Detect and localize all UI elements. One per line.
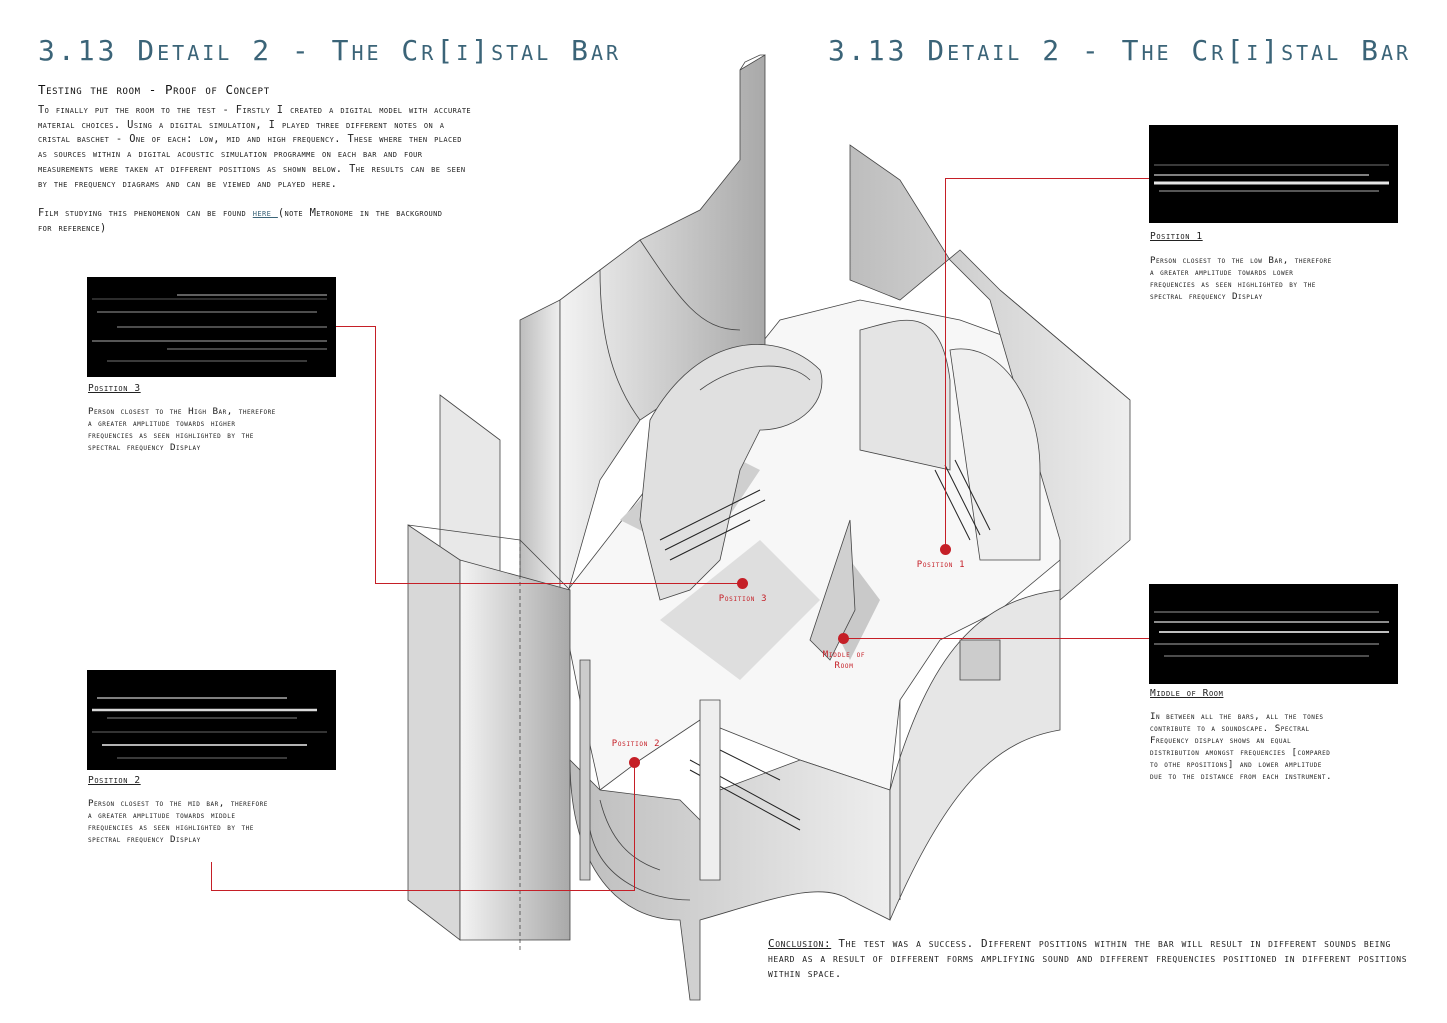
label-position-2: Position 2 bbox=[88, 775, 141, 786]
spectrogram-position-2 bbox=[87, 670, 336, 770]
spectrogram-middle-of-room bbox=[1149, 584, 1398, 684]
spectrogram-position-3 bbox=[87, 277, 336, 377]
description-middle-of-room: In between all the bars, all the tones c… bbox=[1150, 711, 1333, 782]
leader-line-position-2-v bbox=[634, 762, 635, 891]
marker-label-position-1: Position 1 bbox=[916, 560, 966, 570]
page-title-right: 3.13 Detail 2 - The Cr[i]stal Bar bbox=[828, 34, 1412, 67]
leader-line-position-1-v bbox=[945, 178, 946, 550]
room-axonometric-drawing bbox=[407, 54, 1131, 1001]
conclusion-label: Conclusion: bbox=[768, 937, 832, 950]
film-text-before: Film studying this phenomenon can be fou… bbox=[38, 207, 253, 219]
marker-label-position-3: Position 3 bbox=[718, 594, 768, 604]
marker-position-2 bbox=[629, 757, 640, 768]
leader-line-position-1-h bbox=[945, 178, 1149, 179]
description-position-3: Person closest to the High Bar, therefor… bbox=[88, 406, 276, 453]
conclusion-text: The test was a success. Different positi… bbox=[768, 937, 1408, 980]
marker-label-middle: Middle of Room bbox=[822, 650, 866, 671]
film-text-after: (note Metronome in the background for re… bbox=[38, 207, 443, 234]
label-middle-of-room: Middle of Room bbox=[1150, 688, 1224, 699]
leader-line-middle-h bbox=[843, 638, 1149, 639]
intro-paragraph: To finally put the room to the test - Fi… bbox=[38, 104, 472, 190]
label-position-3: Position 3 bbox=[88, 383, 141, 394]
description-position-1: Person closest to the low Bar, therefore… bbox=[1150, 255, 1332, 302]
leader-line-position-2-drop bbox=[211, 862, 212, 891]
section-subtitle: Testing the room - Proof of Concept bbox=[38, 82, 270, 97]
leader-line-position-3-h1 bbox=[336, 326, 376, 327]
label-position-1: Position 1 bbox=[1150, 231, 1203, 242]
page-title-left: 3.13 Detail 2 - The Cr[i]stal Bar bbox=[38, 34, 622, 67]
film-link[interactable]: here bbox=[252, 207, 278, 219]
marker-position-3 bbox=[737, 578, 748, 589]
leader-line-position-2-h bbox=[211, 890, 635, 891]
spectrogram-position-1 bbox=[1149, 125, 1398, 223]
marker-middle bbox=[838, 633, 849, 644]
leader-line-position-3-v bbox=[375, 326, 376, 584]
conclusion-paragraph: Conclusion: The test was a success. Diff… bbox=[768, 936, 1408, 981]
description-position-2: Person closest to the mid bar, therefore… bbox=[88, 798, 268, 845]
leader-line-position-3-h2 bbox=[375, 583, 743, 584]
film-paragraph: Film studying this phenomenon can be fou… bbox=[38, 206, 648, 235]
marker-label-position-2: Position 2 bbox=[611, 739, 661, 749]
marker-position-1 bbox=[940, 544, 951, 555]
